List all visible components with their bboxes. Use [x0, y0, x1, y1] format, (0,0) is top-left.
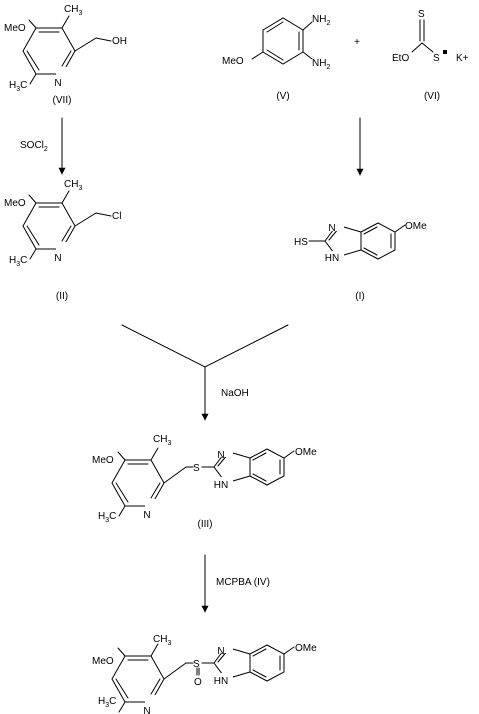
anion-dot — [443, 50, 447, 54]
thiol-label: HS — [294, 237, 308, 248]
label-iii: (III) — [198, 519, 213, 530]
methyl-bottom: H3C — [9, 80, 27, 93]
label-vii: (VII) — [53, 95, 72, 106]
methoxy-label: MeO — [222, 56, 244, 67]
thiolate-s: S — [433, 53, 440, 64]
ring-n: N — [143, 706, 150, 714]
chloro-label: Cl — [112, 211, 121, 222]
ring-n: N — [143, 510, 150, 521]
label-i: (I) — [355, 291, 364, 302]
reagent-socl2: SOCl2 — [20, 140, 48, 153]
methyl-bottom: H3C — [98, 511, 116, 524]
compound-iii: N MeO CH3 H3C S N HN OMe — [92, 434, 317, 524]
compound-v: NH2 NH2 MeO — [222, 14, 330, 71]
imidazole-n: N — [217, 450, 224, 461]
imidazole-nh: HN — [214, 676, 228, 687]
imidazole-nh: HN — [214, 480, 228, 491]
methoxy-label: MeO — [92, 455, 114, 466]
amino-top: NH2 — [312, 14, 330, 27]
thioether-s: S — [193, 463, 200, 474]
compound-final: N MeO CH3 H3C S O N HN OMe — [92, 634, 317, 714]
compound-vi: S EtO S K+ — [392, 9, 469, 64]
reagent-naoh: NaOH — [221, 388, 249, 399]
amino-bottom: NH2 — [312, 58, 330, 71]
potassium-label: K+ — [456, 53, 469, 64]
compound-ii: N MeO Cl CH3 H3C — [4, 179, 121, 268]
imidazole-n: N — [328, 223, 335, 234]
methoxy-label: MeO — [4, 198, 26, 209]
methyl-top: CH3 — [64, 4, 82, 17]
methyl-bottom: H3C — [98, 696, 116, 709]
ethoxy-label: EtO — [392, 53, 409, 64]
methyl-bottom: H3C — [9, 255, 27, 268]
sulfinyl-o: O — [194, 677, 202, 688]
methoxy-label: MeO — [92, 656, 114, 667]
label-vi: (VI) — [424, 91, 440, 102]
methoxy-label: MeO — [4, 23, 26, 34]
methyl-top: CH3 — [153, 634, 171, 647]
methoxy-label: OMe — [405, 221, 427, 232]
label-v: (V) — [276, 91, 289, 102]
methoxy-label: OMe — [295, 447, 317, 458]
hydroxyl-label: OH — [112, 36, 127, 47]
ring-n: N — [54, 253, 61, 264]
plus-sign: + — [354, 37, 360, 48]
thione-s: S — [418, 9, 425, 20]
compound-i: N HN HS OMe — [294, 217, 427, 265]
imidazole-nh: HN — [325, 253, 339, 264]
sulfinyl-s: S — [193, 659, 200, 670]
ring-n: N — [54, 78, 61, 89]
methyl-top: CH3 — [64, 179, 82, 192]
coupling-junction — [121, 324, 289, 368]
methyl-top: CH3 — [153, 434, 171, 447]
compound-vii: N MeO OH CH3 H3C — [4, 4, 127, 93]
methoxy-label: OMe — [295, 643, 317, 654]
label-ii: (II) — [56, 291, 68, 302]
imidazole-n: N — [217, 646, 224, 657]
reagent-mcpba: MCPBA (IV) — [216, 577, 270, 588]
